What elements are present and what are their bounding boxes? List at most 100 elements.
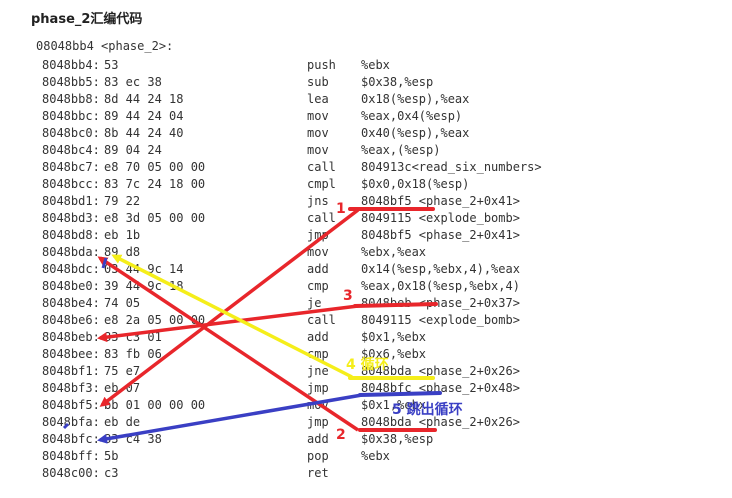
instruction-address: 8048bd8: [42,228,100,242]
instruction-operands: $0x1,%ebx [361,398,427,412]
instruction-operands: $0x38,%esp [361,432,434,446]
instruction-operands: $0x38,%esp [361,75,434,89]
instruction-bytes: 83 fb 06 [104,347,162,361]
instruction-opcode: jmp [307,381,329,395]
instruction-bytes: bb 01 00 00 00 [104,398,206,412]
instruction-bytes: eb 07 [104,381,141,395]
instruction-address: 8048bb4: [42,58,100,72]
instruction-bytes: 83 c4 38 [104,432,162,446]
instruction-opcode: add [307,330,329,344]
instruction-operands: 0x14(%esp,%ebx,4),%eax [361,262,520,276]
instruction-row: 8048bc0: 8b 44 24 40 mov 0x40(%esp),%eax [0,125,732,142]
instruction-address: 8048bc0: [42,126,100,140]
instruction-address: 8048bc7: [42,160,100,174]
instruction-operands: 8049115 <explode_bomb> [361,313,520,327]
instruction-row: 8048bd1: 79 22 jns 8048bf5 <phase_2+0x41> [0,193,732,210]
instruction-operands: 0x40(%esp),%eax [361,126,470,140]
instruction-bytes: e8 70 05 00 00 [104,160,206,174]
instruction-operands: $0x6,%ebx [361,347,427,361]
page-title: phase_2汇编代码 [31,12,143,27]
instruction-opcode: mov [307,109,329,123]
instruction-operands: 8049115 <explode_bomb> [361,211,520,225]
instruction-bytes: e8 2a 05 00 00 [104,313,206,327]
instruction-operands: 8048bf5 <phase_2+0x41> [361,194,520,208]
instruction-opcode: call [307,160,336,174]
instruction-opcode: jns [307,194,329,208]
instruction-opcode: mov [307,245,329,259]
instruction-address: 8048bcc: [42,177,100,191]
function-header: 08048bb4 <phase_2>: [36,39,174,53]
instruction-bytes: 89 04 24 [104,143,162,157]
instruction-operands: 8048bfc <phase_2+0x48> [361,381,520,395]
instruction-address: 8048bd1: [42,194,100,208]
instruction-row: 8048be0: 39 44 9c 18 cmp %eax,0x18(%esp,%eb… [0,278,732,295]
instruction-address: 8048beb: [42,330,100,344]
instruction-bytes: 8b 44 24 40 [104,126,184,140]
instruction-opcode: push [307,58,336,72]
instruction-operands: %eax,0x4(%esp) [361,109,463,123]
instruction-row: 8048bc7: e8 70 05 00 00 call 804913c<read_s… [0,159,732,176]
instruction-address: 8048be0: [42,279,100,293]
instruction-bytes: 83 c3 01 [104,330,162,344]
instruction-bytes: 89 44 24 04 [104,109,184,123]
instruction-opcode: add [307,432,329,446]
instruction-opcode: lea [307,92,329,106]
instruction-operands: 8048bf5 <phase_2+0x41> [361,228,520,242]
instruction-opcode: cmp [307,279,329,293]
instruction-bytes: 5b [104,449,119,463]
instruction-opcode: cmpl [307,177,336,191]
instruction-opcode: cmp [307,347,329,361]
instruction-address: 8048bb8: [42,92,100,106]
instruction-bytes: eb 1b [104,228,141,242]
instruction-bytes: 83 ec 38 [104,75,162,89]
instruction-address: 8048bdc: [42,262,100,276]
instruction-bytes: c3 [104,466,119,480]
instruction-operands: 804913c<read_six_numbers> [361,160,542,174]
instruction-bytes: 89 d8 [104,245,141,259]
instruction-opcode: call [307,211,336,225]
instruction-address: 8048bd3: [42,211,100,225]
instruction-opcode: call [307,313,336,327]
instruction-bytes: eb de [104,415,141,429]
instruction-opcode: jne [307,364,329,378]
instruction-bytes: 53 [104,58,119,72]
instruction-address: 8048bf5: [42,398,100,412]
instruction-address: 8048bf1: [42,364,100,378]
instruction-bytes: 75 e7 [104,364,141,378]
instruction-opcode: mov [307,398,329,412]
instruction-bytes: 03 44 9c 14 [104,262,184,276]
instruction-operands: %eax,0x18(%esp,%ebx,4) [361,279,520,293]
instruction-address: 8048bc4: [42,143,100,157]
instruction-row: 8048bdc: 03 44 9c 14 add 0x14(%esp,%ebx,4),… [0,261,732,278]
instruction-address: 8048bfc: [42,432,100,446]
instruction-operands: %ebx [361,449,390,463]
instruction-opcode: mov [307,126,329,140]
instruction-bytes: 39 44 9c 18 [104,279,184,293]
instruction-opcode: je [307,296,322,310]
instruction-row: 8048bfc: 83 c4 38 add $0x38,%esp [0,431,732,448]
instruction-opcode: add [307,262,329,276]
instruction-operands: 8048beb <phase_2+0x37> [361,296,520,310]
instruction-bytes: 79 22 [104,194,141,208]
instruction-opcode: pop [307,449,329,463]
instruction-opcode: sub [307,75,329,89]
instruction-address: 8048bfa: [42,415,100,429]
instruction-address: 8048bff: [42,449,100,463]
instruction-bytes: 8d 44 24 18 [104,92,184,106]
instruction-row: 8048bf5: bb 01 00 00 00 mov $0x1,%ebx [0,397,732,414]
